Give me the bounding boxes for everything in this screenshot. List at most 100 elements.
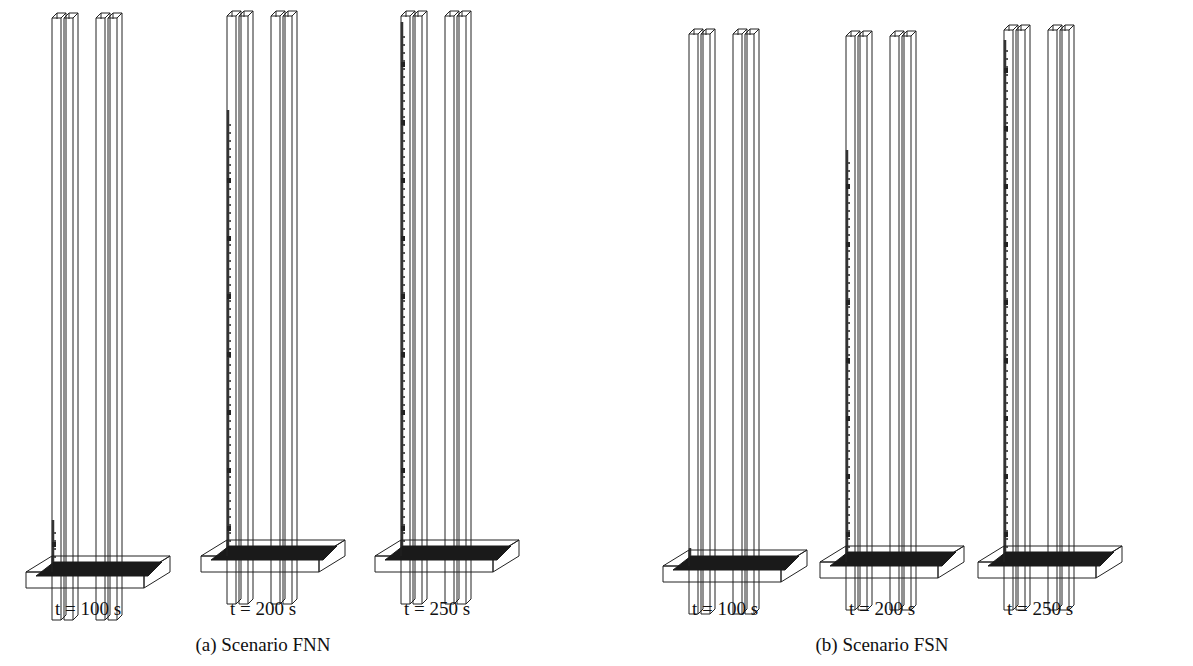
smoke-trace <box>54 530 56 566</box>
smoke-trace <box>229 120 231 550</box>
shaft-edge <box>916 31 917 605</box>
shaft-edge <box>122 13 123 615</box>
shaft-edge <box>454 16 455 604</box>
shaft-edge <box>110 13 111 615</box>
shaft-edge <box>427 11 428 599</box>
shaft-top <box>52 13 66 18</box>
smoke-puff <box>401 236 405 241</box>
shaft-top <box>902 31 916 36</box>
smoke-puff <box>846 416 850 421</box>
shaft-top <box>413 11 427 16</box>
shaft-edge <box>73 18 74 620</box>
smoke-puff <box>1004 474 1008 479</box>
shaft-edge <box>61 18 62 620</box>
smoke-puff <box>1004 68 1008 73</box>
shaft-edge <box>271 16 272 604</box>
shaft-edge <box>860 31 861 605</box>
shaft-top <box>689 29 703 34</box>
shaft-edge <box>698 34 699 614</box>
shaft-edge <box>904 31 905 605</box>
shaft-edge <box>413 16 414 604</box>
shaft-top <box>283 11 297 16</box>
shaft-top <box>227 11 241 16</box>
shaft-edge <box>253 11 254 599</box>
slab-edge <box>52 556 53 572</box>
smoke-layer <box>673 556 799 570</box>
smoke-puff <box>227 410 231 415</box>
smoke-puff <box>401 468 405 473</box>
shaft-edge <box>78 13 79 615</box>
shaft-edge <box>1030 25 1031 605</box>
smoke-puff <box>401 410 405 415</box>
shaft-edge <box>754 34 755 614</box>
shaft-edge <box>855 36 856 610</box>
shaft-edge <box>422 16 423 604</box>
shaft-edge <box>285 11 286 599</box>
shaft-edge <box>236 16 237 604</box>
smoke-puff <box>846 300 850 305</box>
smoke-puff <box>1004 242 1008 247</box>
shaft-edge <box>1062 25 1063 605</box>
shaft-edge <box>1048 30 1049 610</box>
smoke-puff <box>227 352 231 357</box>
shaft-top <box>108 13 122 18</box>
shaft-edge <box>52 620 61 621</box>
shaft-edge <box>241 11 242 599</box>
panel-caption: (a) Scenario FNN <box>195 634 330 657</box>
smoke-puff <box>52 542 56 547</box>
shaft-edge <box>902 36 903 610</box>
shaft-edge <box>911 36 912 610</box>
smoke-puff <box>1004 358 1008 363</box>
time-label: t = 100 s <box>55 598 121 621</box>
slab-edge <box>846 546 847 562</box>
smoke-puff <box>1004 184 1008 189</box>
shaft-edge <box>457 16 458 604</box>
smoke-puff <box>1004 300 1008 305</box>
smoke-puff <box>401 526 405 531</box>
shaft-edge <box>227 16 228 604</box>
smoke-puff <box>227 294 231 299</box>
smoke-layer <box>36 562 162 576</box>
shaft-top <box>858 31 872 36</box>
shaft-edge <box>858 36 859 610</box>
smoke-layer <box>211 546 337 560</box>
shaft-top <box>96 13 110 18</box>
shaft-edge <box>108 18 109 620</box>
slab-edge <box>227 540 228 556</box>
shaft-edge <box>64 18 65 620</box>
shaft-edge <box>872 31 873 605</box>
shaft-edge <box>1060 30 1061 610</box>
shaft-edge <box>96 18 97 620</box>
shaft-edge <box>759 29 760 609</box>
smoke-puff <box>846 532 850 537</box>
shaft-top <box>1048 25 1062 30</box>
shaft-edge <box>745 34 746 614</box>
smoke-puff <box>1004 416 1008 421</box>
smoke-puff <box>401 352 405 357</box>
time-label: t = 250 s <box>1007 598 1073 621</box>
shaft-edge <box>105 18 106 620</box>
shaft-top <box>239 11 253 16</box>
shaft-edge <box>466 16 467 604</box>
shaft-top <box>1016 25 1030 30</box>
shaft-top <box>445 11 459 16</box>
shaft-edge <box>66 13 67 615</box>
shaft-edge <box>292 16 293 604</box>
shaft-edge <box>1016 30 1017 610</box>
smoke-puff <box>846 474 850 479</box>
shaft-edge <box>1013 30 1014 610</box>
shaft-top <box>1060 25 1074 30</box>
shaft-top <box>64 13 78 18</box>
shaft-edge <box>742 34 743 614</box>
shaft-edge <box>248 16 249 604</box>
shaft-edge <box>747 29 748 609</box>
shaft-top <box>701 29 715 34</box>
shaft-edge <box>890 36 891 610</box>
smoke-puff <box>227 178 231 183</box>
time-label: t = 250 s <box>404 598 470 621</box>
shaft-edge <box>415 11 416 599</box>
shaft-edge <box>689 34 690 614</box>
smoke-puff <box>1004 532 1008 537</box>
shaft-edge <box>471 11 472 599</box>
smoke-trace <box>227 110 230 550</box>
